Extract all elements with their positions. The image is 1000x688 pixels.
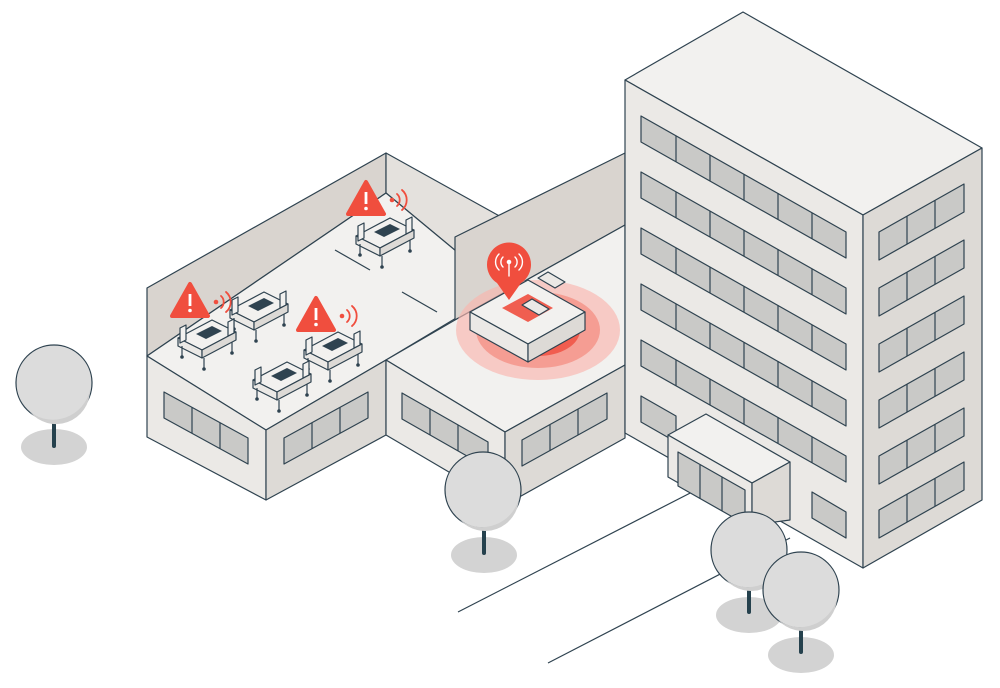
tower-windows-right <box>878 183 965 539</box>
entrance <box>667 413 791 526</box>
central-hub <box>456 242 620 380</box>
tree-center <box>444 451 522 573</box>
tree-right-front <box>762 551 840 673</box>
corridor-lines <box>334 249 438 313</box>
tree-left <box>15 344 93 465</box>
